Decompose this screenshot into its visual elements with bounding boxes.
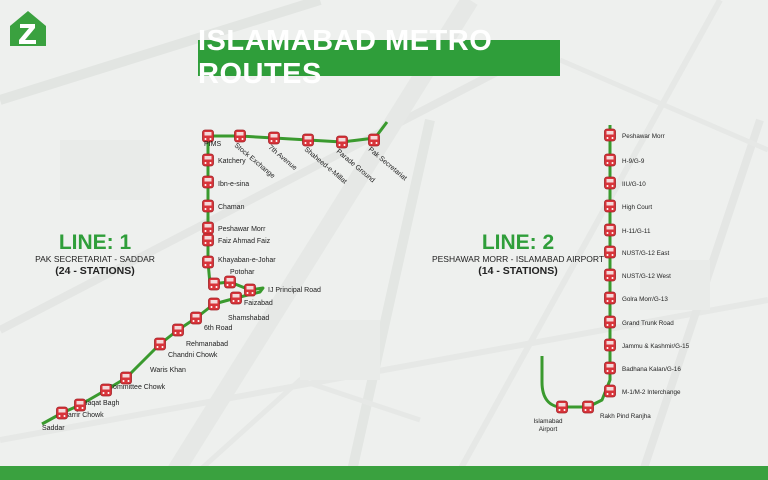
line1-station-count: (24 - STATIONS) xyxy=(55,265,135,277)
station-label-katchery: Katchery xyxy=(218,158,246,165)
metro-bus-station-icon xyxy=(100,383,112,397)
station-label-nust-g-12-west: NUST/G-12 West xyxy=(622,273,671,280)
metro-bus-station-icon xyxy=(190,311,202,325)
metro-bus-station-icon xyxy=(604,245,616,259)
metro-bus-station-icon xyxy=(56,406,68,420)
metro-bus-station-icon xyxy=(202,199,214,213)
metro-bus-station-icon xyxy=(202,129,214,143)
station-label-chaman: Chaman xyxy=(218,204,245,211)
metro-bus-station-icon xyxy=(604,199,616,213)
station-label-h-9-g-9: H-9/G-9 xyxy=(622,158,645,165)
line2-station-count: (14 - STATIONS) xyxy=(478,265,558,277)
station-label-ij-principal-road: IJ Principal Road xyxy=(268,287,321,294)
metro-bus-station-icon xyxy=(604,176,616,190)
metro-bus-station-icon xyxy=(336,135,348,149)
station-label-m-1-m-2-interchange: M-1/M-2 Interchange xyxy=(622,389,681,396)
metro-bus-station-icon xyxy=(302,133,314,147)
metro-bus-station-icon xyxy=(268,131,280,145)
station-label-rakh-pind-ranjha: Rakh Pind Ranjha xyxy=(600,413,651,420)
station-label-waris-khan: Waris Khan xyxy=(150,367,186,374)
station-label-pims: PIMS xyxy=(204,141,221,148)
station-label-rehmanabad: Rehmanabad xyxy=(186,341,228,348)
metro-bus-station-icon xyxy=(604,268,616,282)
metro-bus-station-icon xyxy=(604,128,616,142)
metro-bus-station-icon xyxy=(74,398,86,412)
station-label-iiu-g-10: IIU/G-10 xyxy=(622,181,646,188)
page-title: ISLAMABAD METRO ROUTES xyxy=(198,25,560,90)
metro-bus-station-icon xyxy=(234,129,246,143)
line1-heading: LINE: 1 xyxy=(58,231,132,254)
metro-bus-station-icon xyxy=(120,371,132,385)
line2-heading: LINE: 2 xyxy=(481,231,555,254)
metro-bus-station-icon xyxy=(604,361,616,375)
station-label-golra-morr-g-13: Golra Morr/G-13 xyxy=(622,296,668,303)
metro-bus-station-icon xyxy=(604,291,616,305)
metro-bus-station-icon xyxy=(202,233,214,247)
metro-bus-station-icon xyxy=(202,255,214,269)
metro-bus-station-icon xyxy=(604,384,616,398)
station-label-faizabad: Faizabad xyxy=(244,300,273,307)
station-label-jammu-kashmir-g-15: Jammu & Kashmir/G-15 xyxy=(622,343,690,350)
metro-bus-station-icon xyxy=(202,153,214,167)
metro-bus-station-icon xyxy=(224,275,236,289)
metro-bus-station-icon xyxy=(582,400,594,414)
metro-bus-station-icon xyxy=(244,283,256,297)
metro-bus-station-icon xyxy=(172,323,184,337)
metro-bus-station-icon xyxy=(154,337,166,351)
metro-bus-station-icon xyxy=(230,291,242,305)
station-label-khayaban-e-johar: Khayaban-e-Johar xyxy=(218,257,276,264)
station-label-grand-trunk-road: Grand Trunk Road xyxy=(622,320,674,327)
metro-bus-station-icon xyxy=(604,153,616,167)
metro-bus-station-icon xyxy=(604,338,616,352)
line2-heading-block: LINE: 2 PESHAWAR MORR - ISLAMABAD AIRPOR… xyxy=(418,232,618,278)
station-label-shamshabad: Shamshabad xyxy=(228,315,269,322)
line1-heading-block: LINE: 1 PAK SECRETARIAT - SADDAR (24 - S… xyxy=(30,232,160,278)
station-label-7th-avenue: 7th Avenue xyxy=(267,144,298,172)
bottom-bar xyxy=(0,466,768,480)
station-label-committee-chowk: Committee Chowk xyxy=(108,384,166,391)
station-label-saddar: Saddar xyxy=(42,425,65,432)
station-label-6th-road: 6th Road xyxy=(204,325,233,332)
metro-bus-station-icon xyxy=(556,400,568,414)
station-label-liaqat-bagh: Liaqat Bagh xyxy=(82,400,119,407)
station-label-high-court: High Court xyxy=(622,204,652,211)
station-label-h-11-g-11: H-11/G-11 xyxy=(622,228,651,235)
station-label-badhana-kalan-g-16: Badhana Kalan/G-16 xyxy=(622,366,681,373)
metro-bus-station-icon xyxy=(604,223,616,237)
station-label-chandni-chowk: Chandni Chowk xyxy=(168,352,218,359)
zameen-house-logo-icon xyxy=(6,8,50,48)
metro-bus-station-icon xyxy=(368,133,380,147)
line2-route-name: PESHAWAR MORR - ISLAMABAD AIRPORT xyxy=(431,254,605,264)
station-label-nust-g-12-east: NUST/G-12 East xyxy=(622,250,669,257)
station-label-peshawar-morr: Peshawar Morr xyxy=(622,133,665,140)
station-label-faiz-ahmad-faiz: Faiz Ahmad Faiz xyxy=(218,238,271,245)
metro-bus-station-icon xyxy=(604,315,616,329)
metro-bus-station-icon xyxy=(208,297,220,311)
metro-bus-station-icon xyxy=(208,277,220,291)
station-label-potohar: Potohar xyxy=(230,269,255,276)
line2-route xyxy=(540,125,612,409)
line1-route-name: PAK SECRETARIAT - SADDAR xyxy=(35,254,155,264)
metro-bus-station-icon xyxy=(202,221,214,235)
station-label-ibn-e-sina: Ibn-e-sina xyxy=(218,181,249,188)
metro-bus-station-icon xyxy=(202,175,214,189)
station-label-peshawar-morr: Peshawar Morr xyxy=(218,226,266,233)
station-label-marrir-chowk: Marrir Chowk xyxy=(62,412,104,419)
